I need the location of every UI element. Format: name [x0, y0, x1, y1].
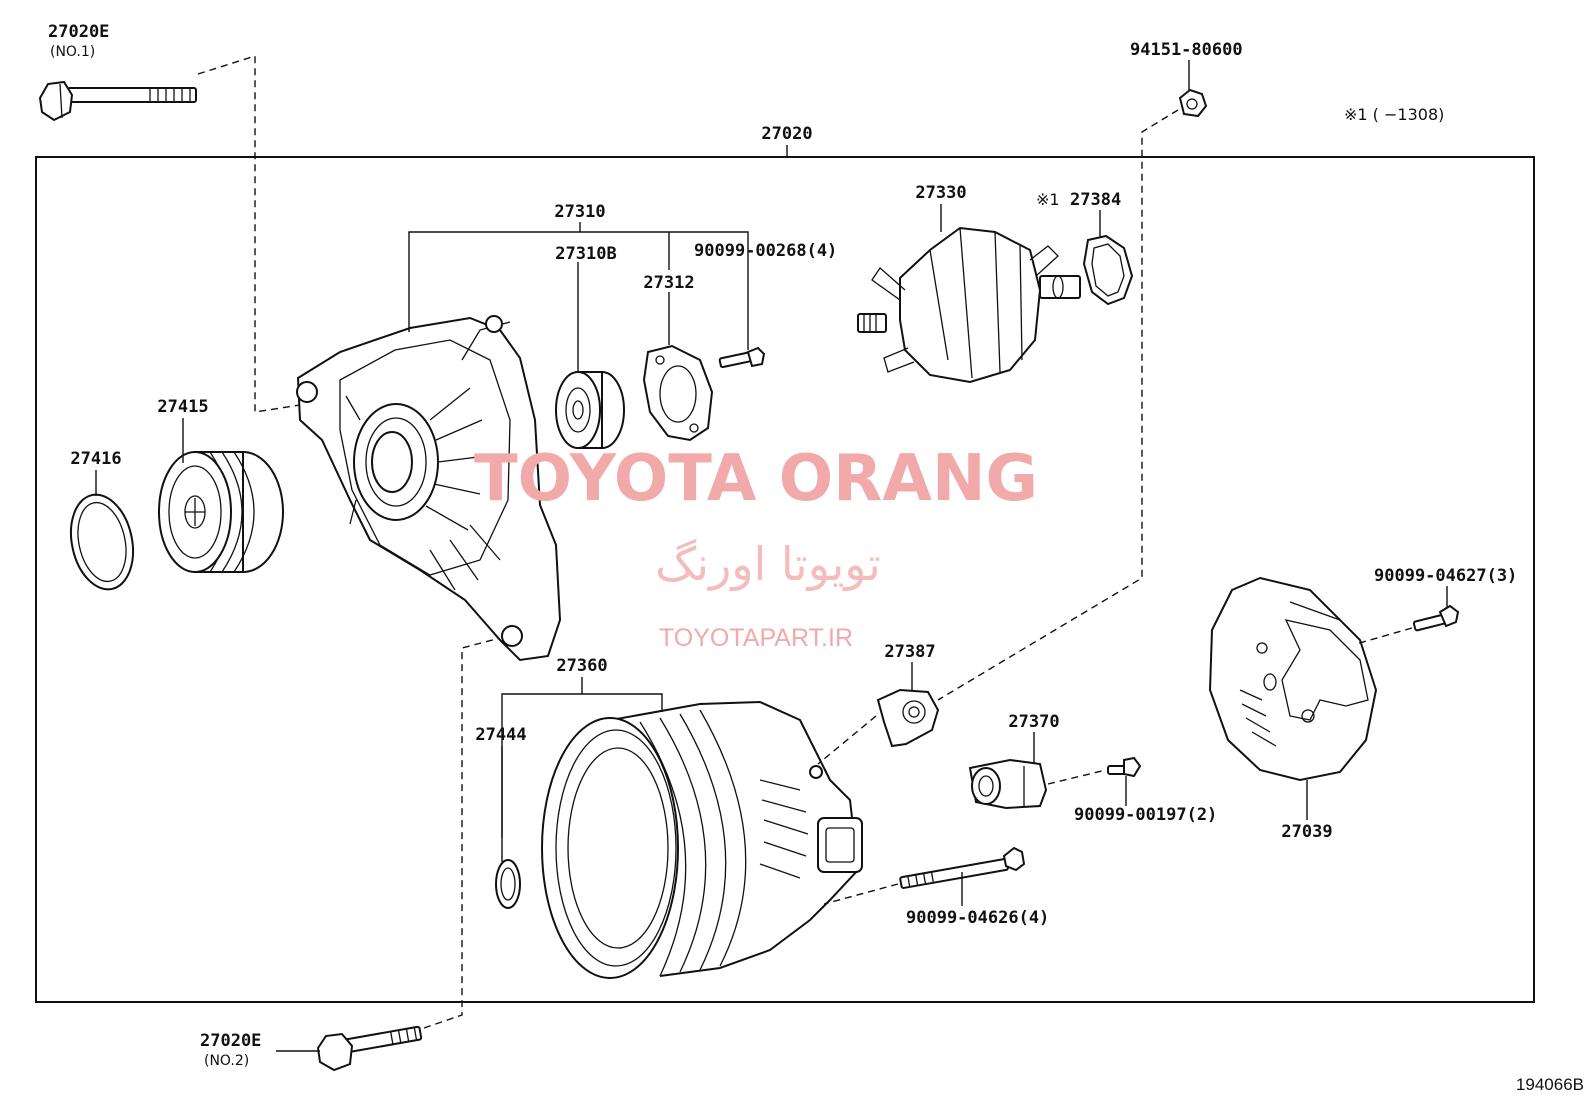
label-94151-80600: 94151-80600 — [1130, 40, 1243, 60]
label-27415: 27415 — [157, 397, 208, 417]
bolt-90099-04626-icon — [899, 846, 1026, 889]
o-ring-27444-icon — [495, 859, 521, 909]
label-27039: 27039 — [1281, 822, 1332, 842]
label-27020E-bottom: 27020E — [200, 1031, 261, 1051]
label-90099-04626: 90099-04626(4) — [906, 908, 1049, 928]
label-90099-00197: 90099-00197(2) — [1074, 805, 1217, 825]
label-27310: 27310 — [554, 202, 605, 222]
bolt-27020E-no1-icon — [38, 80, 197, 122]
label-27384: 27384 — [1070, 190, 1121, 210]
drive-end-frame-icon — [296, 315, 562, 662]
label-27310B: 27310B — [555, 244, 616, 264]
retainer-plate-27312-icon — [642, 344, 714, 442]
label-27444: 27444 — [475, 725, 526, 745]
screw-90099-00197-icon — [1107, 756, 1142, 778]
screw-90099-00268-icon — [718, 346, 766, 369]
bolt-27020E-no2-icon — [316, 1025, 423, 1072]
label-27384-mark: ※1 — [1036, 190, 1060, 209]
watermark-title: TOYOTA ORANG — [474, 442, 1038, 516]
screw-90099-04627-icon — [1412, 604, 1460, 632]
figure-code: 194066B — [1516, 1075, 1584, 1094]
brush-holder-27387-icon — [876, 688, 940, 748]
regulator-27370-icon — [968, 758, 1048, 810]
watermark-persian: تویوتا اورنگ — [655, 537, 881, 592]
label-27020: 27020 — [761, 124, 812, 144]
label-27370: 27370 — [1008, 712, 1059, 732]
assembly-frame — [35, 156, 1535, 1003]
label-27387: 27387 — [884, 642, 935, 662]
stator-27360-icon — [541, 700, 863, 979]
bearing-27310B-icon — [555, 371, 625, 449]
pulley-27415-icon — [158, 451, 284, 573]
label-27360: 27360 — [556, 656, 607, 676]
label-27312: 27312 — [643, 273, 694, 293]
label-27416: 27416 — [70, 449, 121, 469]
rear-cover-27039-icon — [1208, 576, 1378, 782]
rotor-27330-icon — [857, 226, 1081, 384]
label-90099-00268: 90099-00268(4) — [694, 241, 837, 261]
label-27020E-bottom-sub: (NO.2) — [204, 1053, 249, 1069]
label-27020E-top: 27020E — [48, 22, 109, 42]
cover-27384-icon — [1082, 234, 1134, 306]
nut-94151-icon — [1178, 88, 1208, 118]
label-90099-04627: 90099-04627(3) — [1374, 566, 1517, 586]
washer-27416-icon — [70, 493, 134, 591]
footnote: ※1 ( −1308) — [1344, 105, 1444, 124]
label-27020E-top-sub: (NO.1) — [50, 44, 95, 60]
watermark-site: TOYOTAPART.IR — [659, 624, 853, 652]
label-27330: 27330 — [915, 183, 966, 203]
